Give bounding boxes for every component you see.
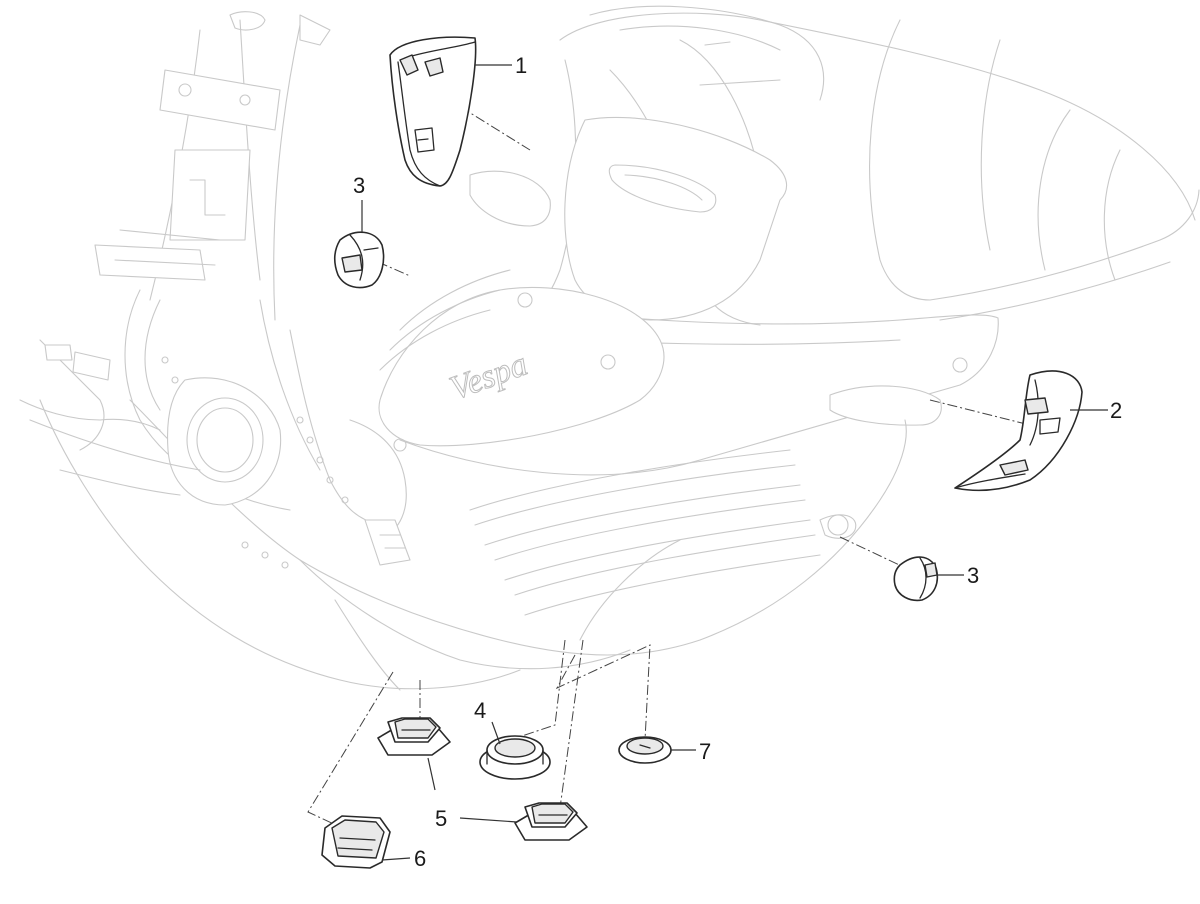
callout-5: 5 — [435, 806, 447, 831]
callout-7: 7 — [699, 739, 711, 764]
assembly-line-part-3-lower — [839, 536, 911, 571]
leader-lines — [361, 64, 1108, 861]
leader-line-4 — [491, 721, 501, 745]
assembly-line-part-7 — [555, 644, 651, 741]
leader-line-5-upper — [427, 757, 436, 791]
callout-4: 4 — [474, 698, 486, 723]
assembly-line-part-6 — [307, 671, 394, 827]
part-6-plug — [321, 815, 391, 869]
part-5-plug-lower — [514, 802, 588, 841]
part-5-plug-upper — [377, 717, 451, 756]
part-3-clip-lower — [893, 556, 939, 602]
part-3-clip-upper — [334, 231, 385, 289]
leader-line-5-lower — [459, 817, 518, 823]
callout-1: 1 — [515, 53, 527, 78]
footboard-ribs — [379, 269, 821, 616]
part-2-cover — [954, 370, 1083, 492]
callout-3-upper: 3 — [353, 173, 365, 198]
assembly-line-part-4 — [509, 639, 566, 741]
callout-2: 2 — [1110, 398, 1122, 423]
part-1-cover — [389, 36, 477, 187]
scooter-body-outline: Vespa — [19, 5, 1200, 691]
assembly-line-part-2 — [929, 399, 1031, 426]
leader-line-6 — [381, 857, 411, 861]
part-7-grommet — [618, 736, 672, 764]
callout-numbers: 1 3 2 3 4 5 6 7 — [353, 53, 1122, 871]
callout-3-lower: 3 — [967, 563, 979, 588]
callout-6: 6 — [414, 846, 426, 871]
part-4-grommet — [479, 735, 551, 780]
